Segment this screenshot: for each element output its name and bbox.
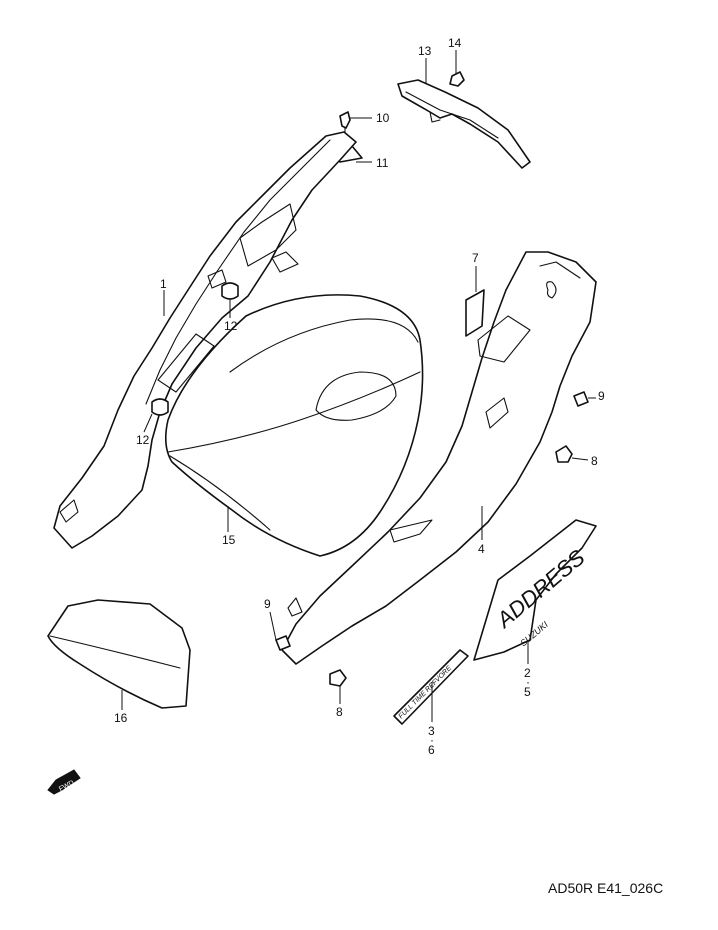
part-8-screw-right bbox=[555, 445, 573, 463]
drawing-code: AD50R E41_026C bbox=[548, 880, 664, 896]
callout-6: 6 bbox=[428, 743, 435, 757]
part-8-screw-lower bbox=[329, 669, 347, 687]
part-12-grommet-lower bbox=[151, 398, 169, 416]
callout-12-upper: 12 bbox=[224, 319, 238, 333]
part-1-left-cover bbox=[53, 131, 357, 549]
callout-7: 7 bbox=[472, 251, 479, 265]
callout-16: 16 bbox=[114, 711, 128, 725]
part-13-cover bbox=[397, 79, 531, 169]
part-3-strip-decal: FULL TIME REFVORE bbox=[393, 649, 469, 725]
part-2-address-emblem: ADDRESS SUZUKI bbox=[473, 519, 597, 661]
part-7-pad bbox=[465, 289, 485, 337]
part-4-right-cover bbox=[281, 251, 597, 665]
callout-15: 15 bbox=[222, 533, 236, 547]
callout-labels: 13 14 10 11 1 12 12 15 7 9 8 4 2 · 5 3 ·… bbox=[114, 36, 605, 757]
callout-8-right: 8 bbox=[591, 454, 598, 468]
part-9-clip-right bbox=[573, 391, 589, 407]
callout-14: 14 bbox=[448, 36, 462, 50]
part-14-nut bbox=[449, 71, 465, 87]
callout-4: 4 bbox=[478, 542, 485, 556]
leader-lines bbox=[121, 50, 596, 722]
callout-3-6-separator: · bbox=[430, 733, 434, 747]
callout-1: 1 bbox=[160, 277, 167, 291]
callout-10: 10 bbox=[376, 111, 390, 125]
part-15-inner-box bbox=[164, 294, 424, 557]
callout-12-lower: 12 bbox=[136, 433, 150, 447]
callout-9-right: 9 bbox=[598, 389, 605, 403]
callout-8-lower: 8 bbox=[336, 705, 343, 719]
part-12-grommet-upper bbox=[221, 282, 239, 300]
callout-5: 5 bbox=[524, 685, 531, 699]
callout-3: 3 bbox=[428, 724, 435, 738]
callout-9-left: 9 bbox=[264, 597, 271, 611]
part-9-clip-left bbox=[275, 635, 291, 651]
callout-13: 13 bbox=[418, 44, 432, 58]
callout-2: 2 bbox=[524, 666, 531, 680]
callout-2-5-separator: · bbox=[526, 675, 530, 689]
callout-11: 11 bbox=[376, 156, 389, 170]
strip-decal-text: FULL TIME REFVORE bbox=[398, 665, 454, 721]
part-16-tray bbox=[47, 599, 191, 709]
fwd-arrow-icon: FWD bbox=[47, 769, 81, 795]
